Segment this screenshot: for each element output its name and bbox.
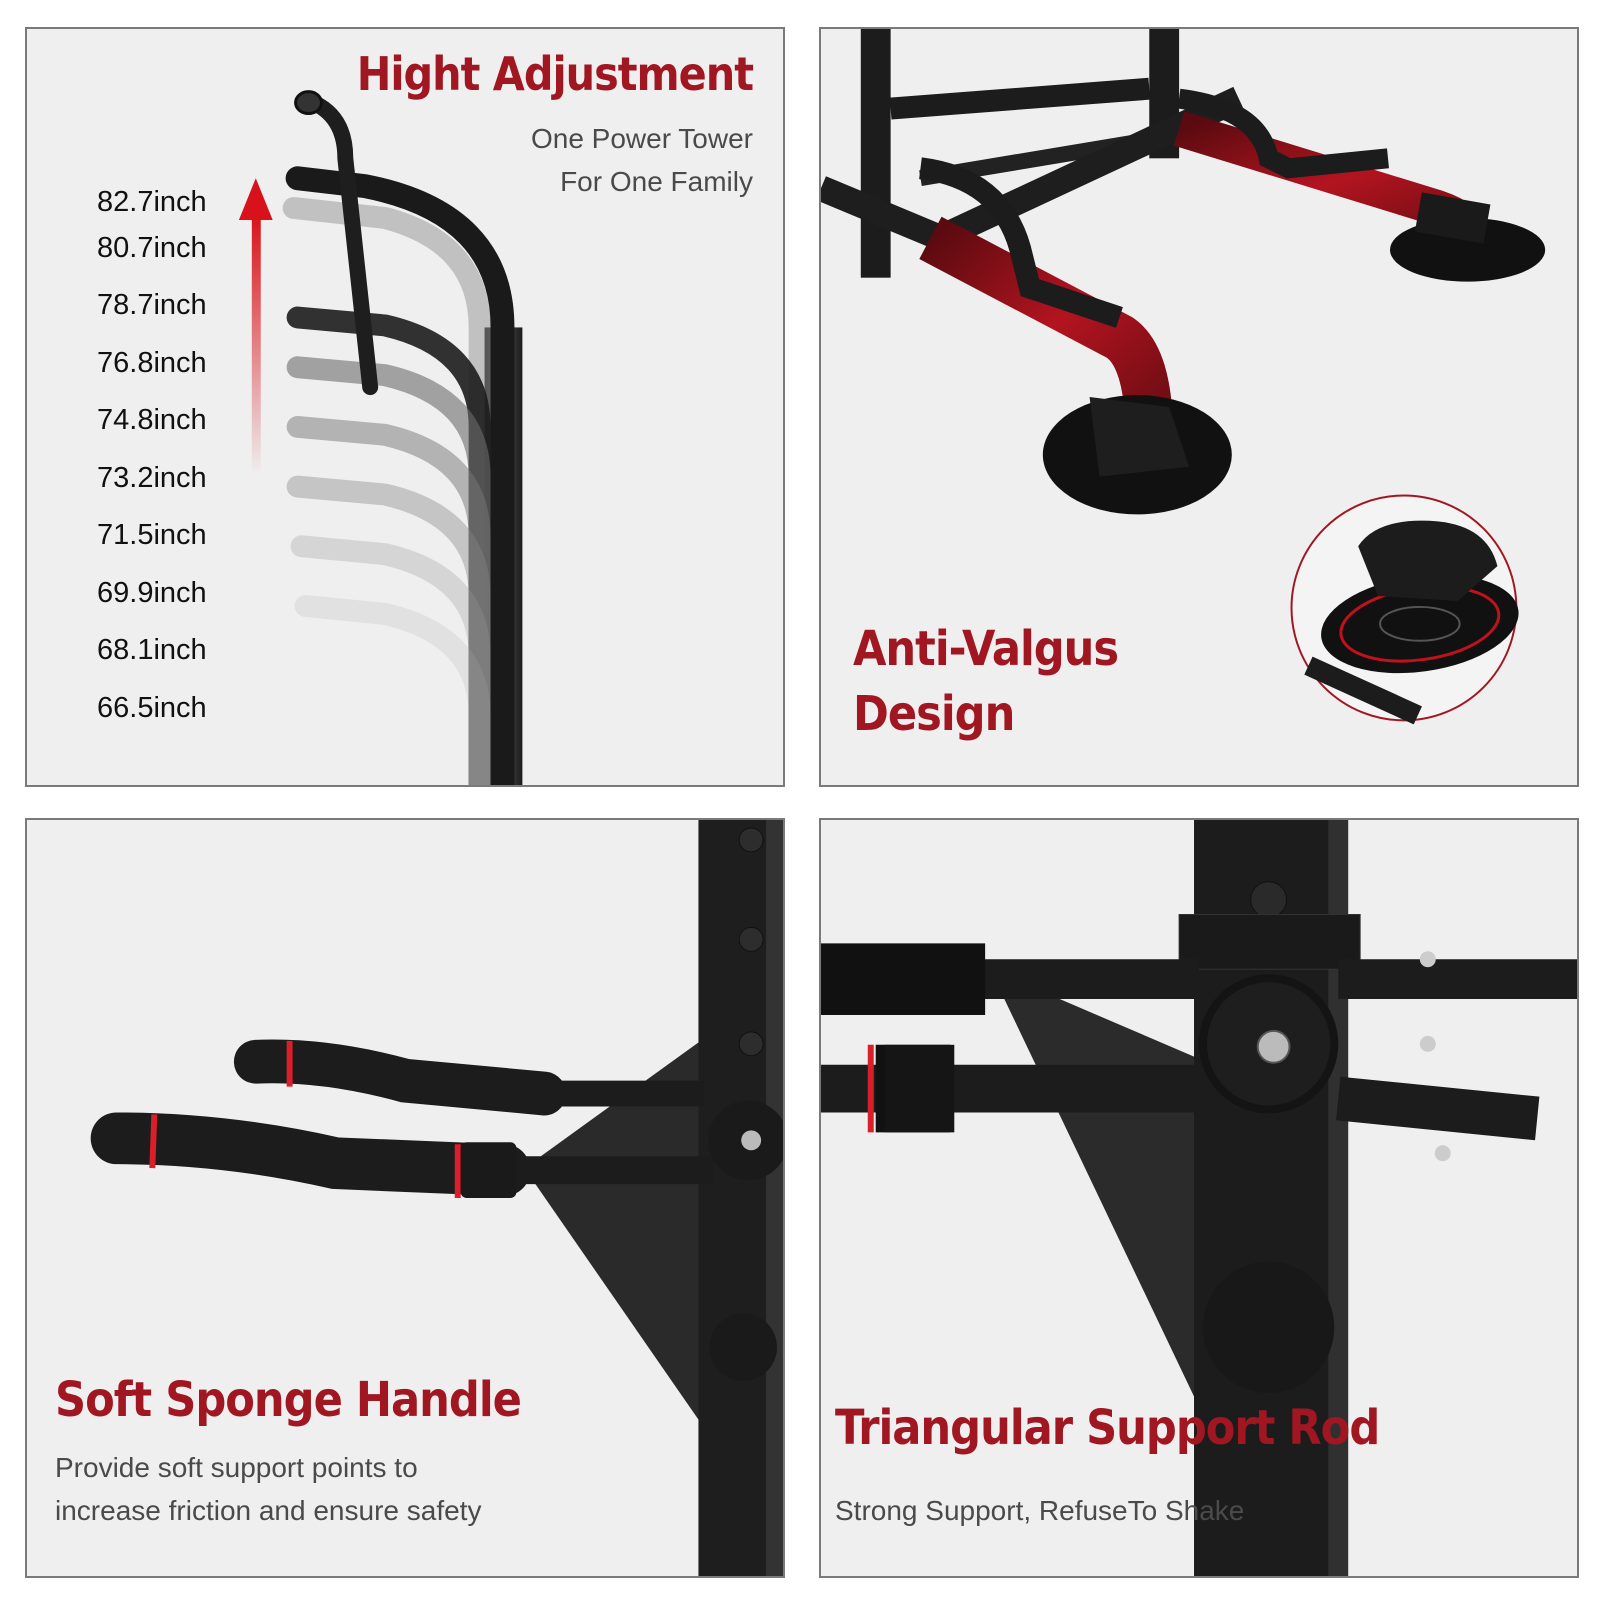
height-value: 82.7inch bbox=[97, 186, 207, 218]
height-value: 76.8inch bbox=[97, 346, 207, 379]
height-list: 82.7inch 80.7inch 78.7inch 76.8inch 74.8… bbox=[97, 184, 237, 747]
height-value: 71.5inch bbox=[97, 519, 207, 551]
height-value: 69.9inch bbox=[97, 576, 207, 609]
up-arrow-icon bbox=[238, 178, 273, 220]
triangular-support-illustration bbox=[821, 820, 1577, 1576]
height-value: 68.1inch bbox=[97, 634, 207, 666]
anti-valgus-title-line2: Design bbox=[853, 686, 1015, 742]
height-value: 73.2inch bbox=[97, 461, 207, 494]
anti-valgus-illustration bbox=[821, 29, 1546, 725]
height-value: 66.5inch bbox=[97, 691, 207, 724]
anti-valgus-panel: Anti-Valgus Design bbox=[819, 27, 1579, 787]
triangular-support-title: Triangular Support Rod bbox=[835, 1400, 1380, 1456]
grip-bar bbox=[307, 95, 379, 396]
sponge-desc-line2: increase friction and ensure safety bbox=[55, 1495, 482, 1526]
sponge-handle-panel: Soft Sponge Handle Provide soft support … bbox=[25, 818, 785, 1578]
triangular-support-panel: Triangular Support Rod Strong Support, R… bbox=[819, 818, 1579, 1578]
height-subtitle-line2: For One Family bbox=[560, 166, 753, 197]
triangular-support-desc: Strong Support, RefuseTo Shake bbox=[835, 1495, 1245, 1526]
height-arrow-shaft bbox=[251, 216, 261, 475]
height-adjustment-illustration bbox=[238, 90, 523, 785]
height-subtitle-line1: One Power Tower bbox=[530, 123, 753, 154]
sponge-handle-title: Soft Sponge Handle bbox=[55, 1372, 522, 1428]
anti-valgus-title-line1: Anti-Valgus bbox=[853, 621, 1119, 677]
sponge-handle-illustration bbox=[90, 820, 783, 1576]
height-value: 78.7inch bbox=[97, 289, 207, 321]
top-handle-frame bbox=[285, 166, 515, 785]
height-adjustment-title: Hight Adjustment bbox=[356, 47, 754, 101]
height-adjustment-panel: Hight Adjustment One Power Tower For One… bbox=[25, 27, 785, 787]
sponge-desc-line1: Provide soft support points to bbox=[55, 1452, 418, 1483]
height-value: 80.7inch bbox=[97, 231, 207, 264]
height-value: 74.8inch bbox=[97, 404, 207, 436]
